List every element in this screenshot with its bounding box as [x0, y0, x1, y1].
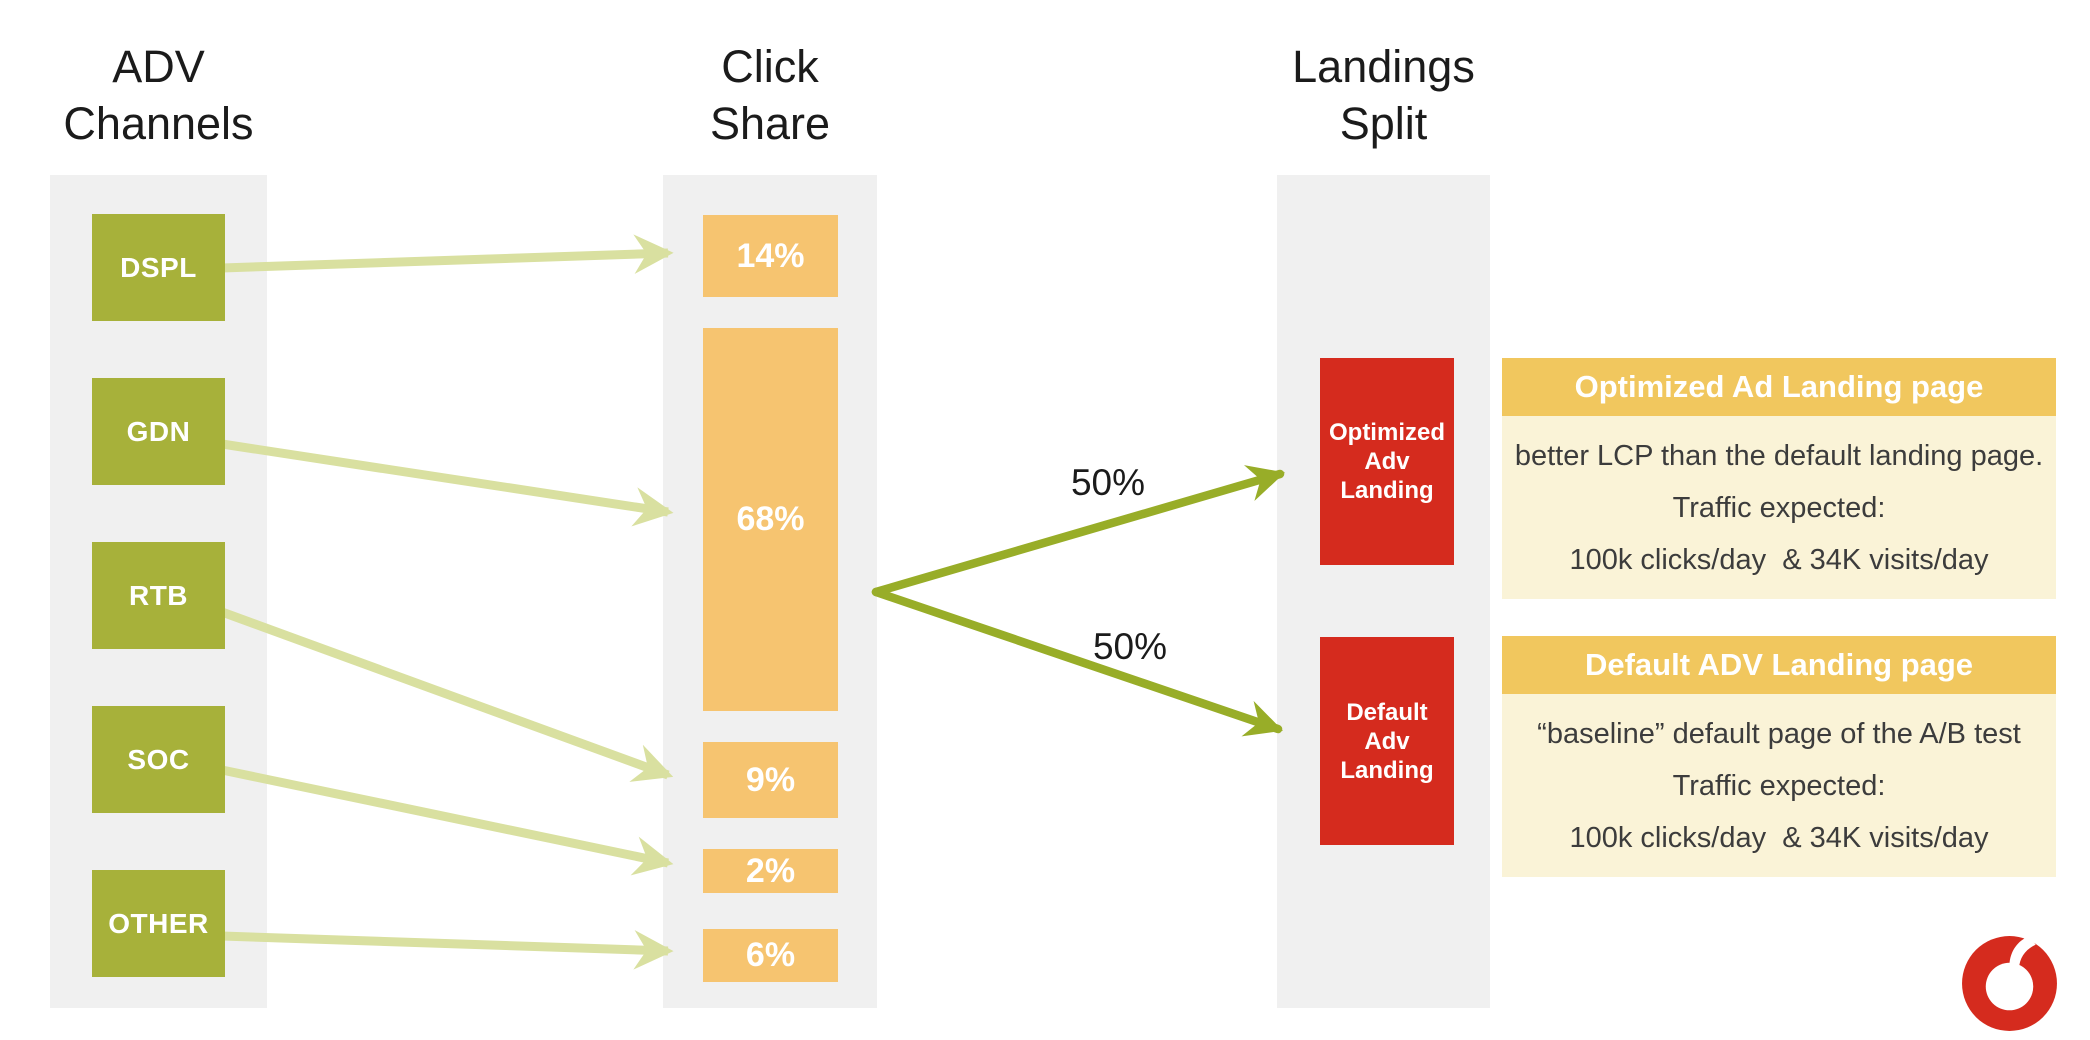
split-percent-top: 50% — [1070, 462, 1146, 503]
split-arrow-to-default — [871, 587, 1283, 737]
landing-box-optimized: Optimized Adv Landing — [1320, 358, 1454, 565]
split-arrow-to-optimized — [871, 465, 1286, 597]
channel-box-soc: SOC — [92, 706, 225, 813]
optimized-landing-panel: Optimized Ad Landing page better LCP tha… — [1502, 358, 2056, 599]
landings-split-title: Landings Split — [1292, 41, 1475, 149]
optimized-panel-line-3: 100k clicks/day & 34K visits/day — [1569, 543, 1989, 576]
share-box-14: 14% — [703, 215, 838, 297]
flow-arrow-dspl-to-14 — [221, 234, 674, 274]
share-box-6: 6% — [703, 929, 838, 982]
share-box-68: 68% — [703, 328, 838, 711]
default-panel-title: Default ADV Landing page — [1502, 636, 2056, 694]
share-box-9: 9% — [703, 742, 838, 818]
optimized-panel-line-1: better LCP than the default landing page… — [1514, 439, 2044, 472]
default-panel-line-1: “baseline” default page of the A/B test — [1537, 717, 2021, 750]
click-share-title: Click Share — [709, 41, 831, 149]
share-box-2: 2% — [703, 849, 838, 893]
default-panel-body: “baseline” default page of the A/B test … — [1502, 694, 2056, 877]
split-percent-bottom: 50% — [1092, 626, 1168, 667]
default-panel-line-3: 100k clicks/day & 34K visits/day — [1569, 821, 1989, 854]
default-panel-line-2: Traffic expected: — [1672, 769, 1886, 802]
flow-arrow-rtb-to-9 — [220, 607, 674, 782]
optimized-panel-body: better LCP than the default landing page… — [1502, 416, 2056, 599]
channel-box-gdn: GDN — [92, 378, 225, 485]
adv-channels-title: ADV Channels — [63, 41, 254, 149]
vodafone-logo-icon — [1962, 936, 2057, 1031]
flow-arrow-gdn-to-68 — [221, 439, 674, 527]
optimized-panel-line-2: Traffic expected: — [1672, 491, 1886, 524]
flow-arrow-soc-to-2 — [221, 765, 674, 876]
flow-arrow-other-to-6 — [221, 930, 674, 970]
landings-split-column-bg — [1277, 175, 1490, 1008]
channel-box-rtb: RTB — [92, 542, 225, 649]
optimized-panel-title: Optimized Ad Landing page — [1502, 358, 2056, 416]
default-landing-panel: Default ADV Landing page “baseline” defa… — [1502, 636, 2056, 877]
landing-box-default: Default Adv Landing — [1320, 637, 1454, 845]
channel-box-dspl: DSPL — [92, 214, 225, 321]
channel-box-other: OTHER — [92, 870, 225, 977]
